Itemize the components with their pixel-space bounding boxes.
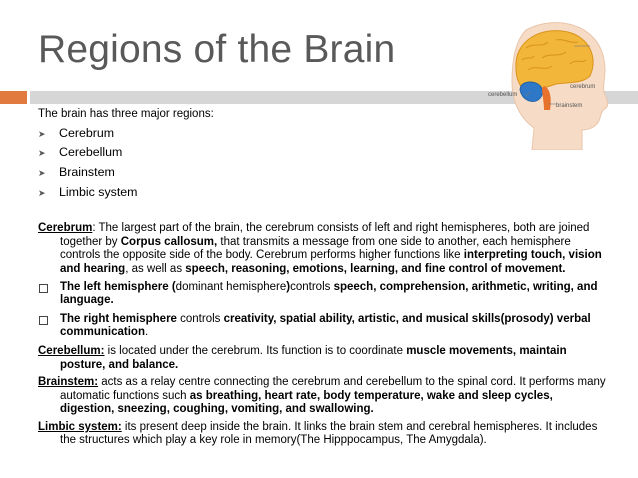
square-bullet-icon — [39, 315, 48, 325]
cerebellum-paragraph: Cerebellum: is located under the cerebru… — [38, 344, 567, 371]
list-item: ➤Brainstem — [38, 165, 115, 180]
cerebrum-label: cerebrum — [570, 84, 595, 90]
square-bullet-icon — [39, 283, 48, 293]
arrow-bullet-icon: ➤ — [38, 168, 46, 179]
title-rule — [30, 91, 638, 104]
left-hemisphere-item: The left hemisphere (dominant hemisphere… — [38, 281, 608, 308]
slide-title: Regions of the Brain — [38, 28, 396, 71]
cerebellum-label: cerebellum — [488, 92, 517, 98]
list-item: ➤Limbic system — [38, 185, 138, 200]
brainstem-paragraph: Brainstem: acts as a relay centre connec… — [38, 376, 606, 416]
list-item: ➤Cerebrum — [38, 125, 115, 140]
cerebrum-paragraph: Cerebrum: The largest part of the brain,… — [38, 222, 602, 275]
regions-list: ➤Cerebrum ➤Cerebellum ➤Brainstem ➤Limbic… — [38, 125, 608, 200]
brain-illustration: cerebrum cerebellum brainstem — [488, 22, 609, 150]
arrow-bullet-icon: ➤ — [38, 128, 46, 139]
brainstem-label: brainstem — [556, 103, 582, 109]
arrow-bullet-icon: ➤ — [38, 148, 46, 159]
slide-body: The brain has three major regions: ➤Cere… — [38, 108, 608, 448]
list-item: ➤Cerebellum — [38, 145, 123, 160]
arrow-bullet-icon: ➤ — [38, 188, 46, 199]
intro-text: The brain has three major regions: — [38, 108, 214, 120]
hemisphere-list: The left hemisphere (dominant hemisphere… — [38, 281, 608, 340]
right-hemisphere-item: The right hemisphere controls creativity… — [38, 313, 608, 340]
title-rule-accent — [0, 91, 27, 104]
limbic-paragraph: Limbic system: its present deep inside t… — [38, 420, 598, 447]
